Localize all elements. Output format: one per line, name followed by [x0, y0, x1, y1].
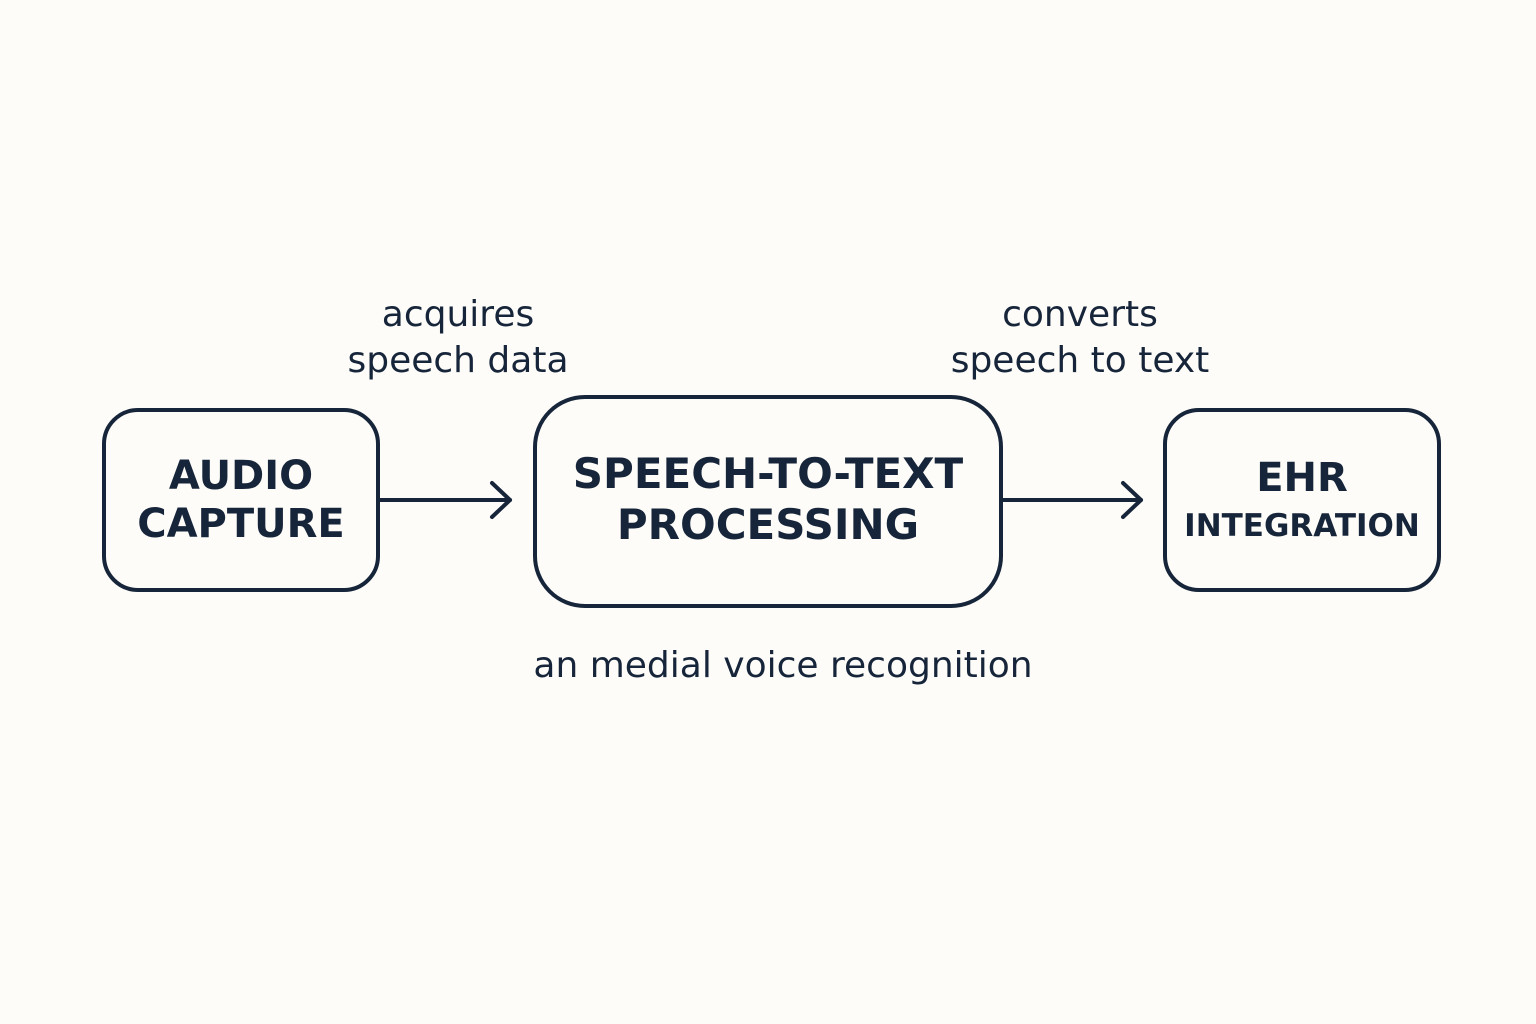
arrowhead-icon	[490, 481, 512, 519]
node-speech-to-text-processing: SPEECH-TO-TEXT PROCESSING	[533, 395, 1003, 608]
arrowhead-icon	[1121, 481, 1143, 519]
node-title-line: PROCESSING	[616, 499, 920, 549]
edge-label-line: speech data	[347, 340, 569, 381]
edge-audio-to-stt	[378, 481, 512, 519]
node-title-line: CAPTURE	[137, 501, 345, 547]
edge-label-line: acquires	[381, 294, 535, 335]
edge-label-line: speech to text	[950, 340, 1210, 381]
node-title-line: SPEECH-TO-TEXT	[572, 449, 964, 499]
diagram-caption: an medial voice recognition	[533, 645, 1033, 686]
node-audio-capture: AUDIO CAPTURE	[102, 408, 380, 592]
edge-label-converts: converts speech to text	[930, 292, 1230, 384]
edge-label-acquires: acquires speech data	[318, 292, 598, 384]
node-ehr-integration: EHR INTEGRATION	[1163, 408, 1441, 592]
node-title-line: AUDIO	[168, 453, 314, 499]
node-title-line: INTEGRATION	[1184, 508, 1420, 545]
edge-stt-to-ehr	[1001, 481, 1143, 519]
edge-label-line: converts	[1002, 294, 1158, 335]
node-title-line: EHR	[1256, 455, 1348, 502]
